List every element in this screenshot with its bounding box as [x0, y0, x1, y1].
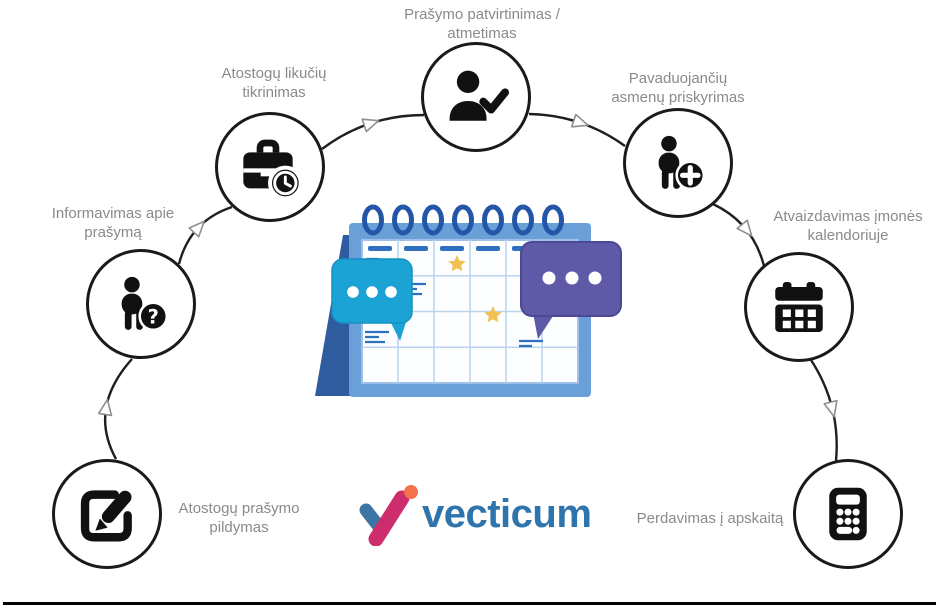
flow-connector	[528, 112, 626, 147]
step-label-pavaduojantys: Pavaduojančių asmenų priskyrimas	[611, 70, 745, 107]
briefcase-clock-icon	[243, 139, 302, 199]
person-check-icon	[449, 70, 509, 121]
step-node-pavaduojantys	[623, 108, 733, 218]
step-label-patvirtinimas: Prašymo patvirtinimas / atmetimas	[404, 6, 560, 43]
person-plus-icon	[658, 135, 706, 191]
step-node-prasymo-pildymas	[52, 459, 162, 569]
flow-connector	[103, 358, 133, 460]
vecticum-logo-mark-icon	[359, 485, 418, 546]
arrowhead-icon	[361, 118, 380, 133]
edit-icon	[80, 490, 132, 542]
speech-bubble-cyan-icon	[331, 258, 413, 341]
star-icon	[448, 255, 502, 323]
step-node-likuciu-tikrinimas	[215, 112, 325, 222]
arrowhead-icon	[570, 113, 589, 128]
flow-connector	[809, 359, 838, 462]
step-label-apskaita: Perdavimas į apskaitą	[636, 510, 784, 527]
calendar-icon	[775, 282, 823, 332]
desk-calendar-illustration	[315, 204, 622, 397]
step-node-kalendorius	[744, 252, 854, 362]
spiral-rings	[362, 204, 564, 236]
speech-bubble-purple-icon	[520, 241, 622, 339]
arrowhead-icon	[736, 219, 753, 237]
step-label-informavimas: Informavimas apie prašymą	[51, 205, 175, 242]
step-label-likuciu-tikrinimas: Atostogų likučių tikrinimas	[221, 65, 327, 102]
vecticum-logo: vecticum	[356, 482, 592, 546]
vecticum-logo-text: vecticum	[422, 492, 592, 536]
step-label-kalendorius: Atvaizdavimas įmonės kalendoriuje	[773, 208, 923, 245]
person-question-icon: ?	[121, 276, 169, 332]
question-glyph: ?	[148, 305, 159, 328]
step-label-prasymo-pildymas: Atostogų prašymo pildymas	[178, 500, 300, 537]
flow-connector	[712, 202, 766, 267]
flow-connector	[321, 113, 425, 150]
arrowhead-icon	[823, 399, 838, 418]
arrowhead-icon	[97, 398, 113, 417]
bottom-border-line	[3, 602, 936, 605]
step-node-informavimas: ?	[86, 249, 196, 359]
step-node-patvirtinimas	[421, 42, 531, 152]
step-node-apskaita	[793, 459, 903, 569]
calculator-icon	[829, 487, 867, 541]
